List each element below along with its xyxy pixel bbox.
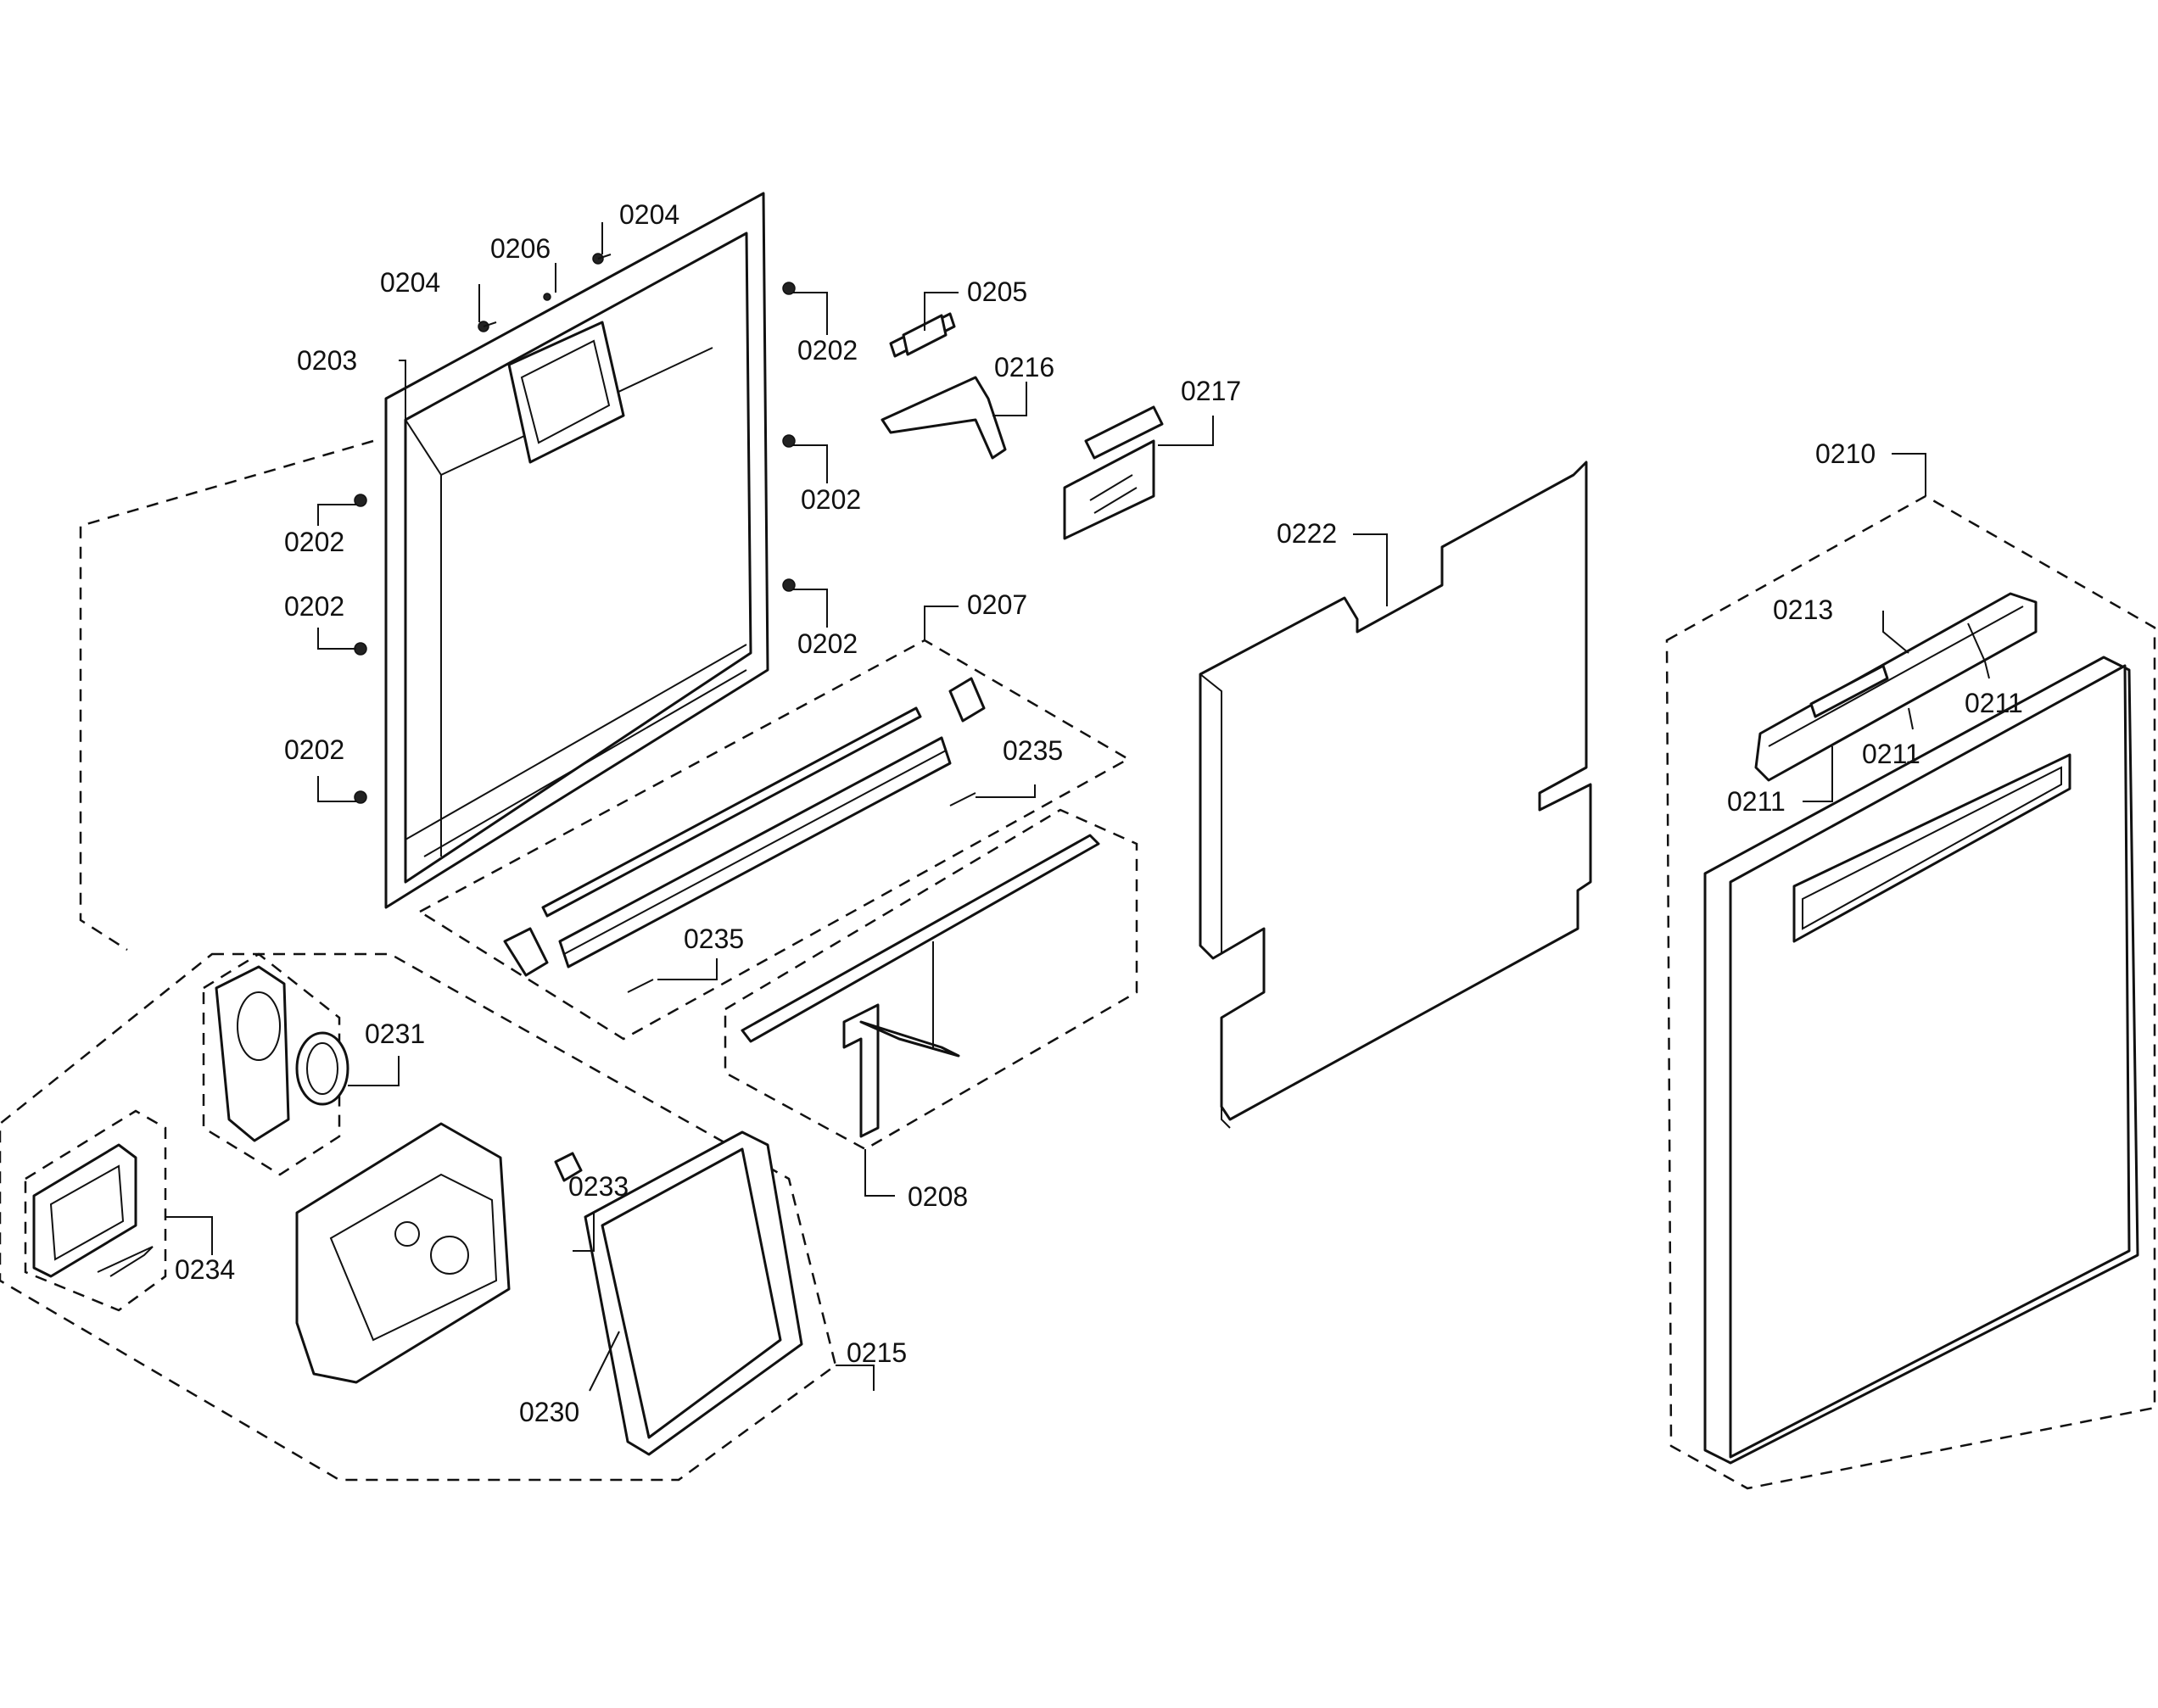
label-0230: 0230 [519, 1397, 579, 1427]
label-0203: 0203 [297, 345, 357, 376]
label-0202-left-2: 0202 [284, 591, 344, 622]
spring-assembly-0207 [503, 677, 986, 993]
screw-0202-r2 [782, 434, 796, 448]
handle-0213 [1754, 592, 2038, 782]
label-0208: 0208 [908, 1181, 968, 1212]
label-0211-right: 0211 [1965, 688, 2023, 718]
screw-0204-b [592, 253, 612, 265]
screw-0202-l3 [354, 790, 367, 804]
label-0217: 0217 [1181, 376, 1241, 406]
rail-bracket-0208 [741, 834, 1100, 1138]
label-0202-right-3: 0202 [797, 628, 858, 659]
label-0207: 0207 [967, 589, 1027, 620]
label-0234: 0234 [175, 1254, 235, 1285]
knob-0233 [554, 1152, 583, 1182]
screw-0206 [543, 293, 551, 301]
screw-0204-a [478, 321, 497, 332]
label-0202-left-1: 0202 [284, 527, 344, 557]
group-outline-0208 [724, 808, 1138, 1151]
screw-0202-l2 [354, 642, 367, 656]
label-0215: 0215 [847, 1337, 907, 1368]
insulation-panel-0222 [1199, 460, 1592, 1129]
outer-door-panel-0210 [1703, 656, 2139, 1465]
label-0235-left: 0235 [684, 924, 744, 954]
label-0222: 0222 [1277, 518, 1337, 549]
label-0235-right: 0235 [1003, 735, 1063, 766]
control-panel-0234 [32, 1143, 154, 1278]
label-0231: 0231 [365, 1019, 425, 1049]
inner-door-frame [384, 192, 769, 909]
label-0233: 0233 [568, 1171, 629, 1202]
label-0204-upper: 0204 [619, 199, 679, 230]
label-0211-left: 0211 [1727, 786, 1786, 817]
screw-0202-r3 [782, 578, 796, 592]
label-0202-right-1: 0202 [797, 335, 858, 366]
leader-lines [165, 222, 1990, 1392]
label-0205: 0205 [967, 276, 1027, 307]
label-0202-right-2: 0202 [801, 484, 861, 515]
screw-0202-r1 [782, 282, 796, 295]
label-0210: 0210 [1815, 438, 1876, 469]
dispenser-unit [295, 1122, 511, 1384]
label-0206: 0206 [490, 233, 551, 264]
group-outline-0215 [0, 952, 837, 1482]
group-outline-0231 [202, 952, 341, 1176]
label-0204-left: 0204 [380, 267, 440, 298]
gasket-0230 [584, 1130, 803, 1456]
group-outline-main [79, 439, 374, 952]
group-outline-0234 [24, 1109, 167, 1312]
hinge-bracket-0205 [889, 312, 956, 358]
label-0202-left-3: 0202 [284, 734, 344, 765]
hinge-arm-0216 [881, 376, 1007, 460]
screw-0202-l1 [354, 494, 367, 507]
group-outline-0207 [417, 639, 1131, 1041]
label-0211-middle: 0211 [1862, 739, 1920, 769]
label-0216: 0216 [994, 352, 1054, 382]
cover-0217 [1063, 405, 1164, 540]
seal-frame-0231 [215, 965, 349, 1142]
label-0213: 0213 [1773, 594, 1833, 625]
